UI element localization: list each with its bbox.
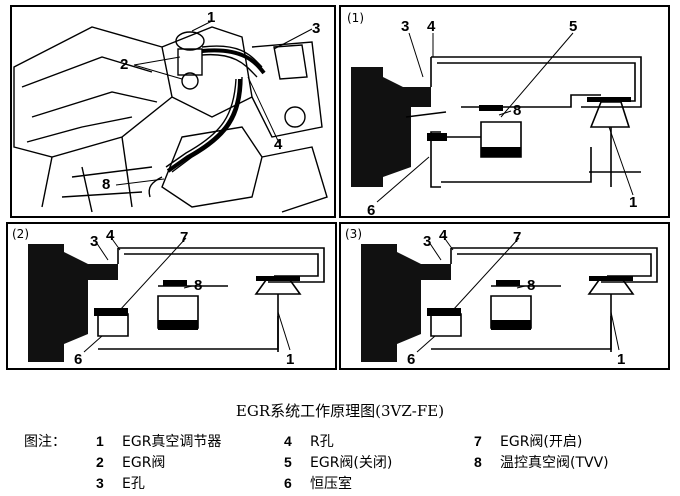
callout-6: 6 <box>74 351 82 368</box>
legend-item: 3 E孔 <box>96 473 145 493</box>
legend-text: R孔 <box>310 434 334 450</box>
callout-8: 8 <box>513 102 521 119</box>
callout-3: 3 <box>423 233 431 250</box>
legend-number: 6 <box>284 475 292 491</box>
legend-item: 4 R孔 <box>284 431 334 451</box>
legend-number: 7 <box>474 433 482 449</box>
legend-text: EGR阀(关闭) <box>310 455 393 471</box>
legend-heading: 图注： <box>24 434 66 450</box>
legend-item: 1 EGR真空调节器 <box>96 431 221 451</box>
engine-drawing: 1 2 3 4 8 <box>13 9 328 213</box>
callout-8: 8 <box>527 277 535 294</box>
legend-item: 8 温控真空阀(TVV) <box>474 452 609 472</box>
callout-4: 4 <box>427 18 436 35</box>
callout-8: 8 <box>194 277 202 294</box>
callout-6: 6 <box>367 202 375 218</box>
legend-number: 3 <box>96 475 104 491</box>
callout-8: 8 <box>102 176 110 193</box>
legend-number: 4 <box>284 433 292 449</box>
callout-6: 6 <box>407 351 415 368</box>
callout-7: 7 <box>180 229 188 246</box>
callout-1: 1 <box>629 194 637 211</box>
callout-2: 2 <box>120 56 128 73</box>
callout-3: 3 <box>90 233 98 250</box>
callout-4: 4 <box>274 136 283 153</box>
legend-text: 温控真空阀(TVV) <box>500 455 609 471</box>
legend-item: 7 EGR阀(开启) <box>474 431 582 451</box>
callout-4: 4 <box>106 227 115 244</box>
egr-closed-diagram: (1) 3 4 5 8 1 6 <box>347 11 642 218</box>
figure-title: EGR系统工作原理图(3VZ-FE) <box>235 402 445 420</box>
callout-4: 4 <box>439 227 448 244</box>
legend-number: 1 <box>96 433 104 449</box>
legend-text: EGR真空调节器 <box>122 434 222 450</box>
panel-label: (2) <box>12 227 29 241</box>
egr-open-diagram-2: (2) 3 4 7 8 1 6 <box>12 227 325 368</box>
legend-number: 8 <box>474 454 482 470</box>
legend-text: E孔 <box>122 476 145 492</box>
panel-label: (3) <box>345 227 362 241</box>
legend-item: 2 EGR阀 <box>96 452 165 472</box>
callout-3: 3 <box>401 18 409 35</box>
callout-5: 5 <box>569 18 577 35</box>
callout-7: 7 <box>513 229 521 246</box>
callout-1: 1 <box>286 351 294 368</box>
diagram-panel-1: (1) 3 4 5 8 1 6 <box>339 5 670 218</box>
legend-text: EGR阀(开启) <box>500 434 583 450</box>
legend-text: EGR阀 <box>122 455 166 471</box>
legend-number: 5 <box>284 454 292 470</box>
legend-item: 6 恒压室 <box>284 473 352 493</box>
panel-label: (1) <box>347 11 364 25</box>
callout-3: 3 <box>312 20 320 37</box>
legend-number: 2 <box>96 454 104 470</box>
callout-1: 1 <box>617 351 625 368</box>
diagram-panel-2: (2) 3 4 7 8 1 6 <box>6 222 337 370</box>
callout-1: 1 <box>207 9 215 26</box>
legend-item: 5 EGR阀(关闭) <box>284 452 392 472</box>
engine-illustration-panel: 1 2 3 4 8 <box>10 5 336 218</box>
egr-open-diagram-3: (3) 3 4 7 8 1 6 <box>345 227 658 368</box>
diagram-panel-3: (3) 3 4 7 8 1 6 <box>339 222 670 370</box>
legend-text: 恒压室 <box>310 476 352 492</box>
